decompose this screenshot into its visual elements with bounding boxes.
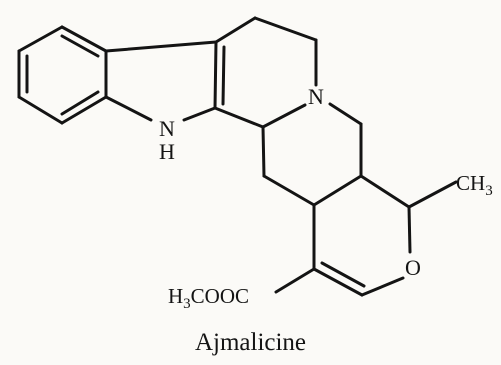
ring-d xyxy=(261,102,363,207)
methyl-bond xyxy=(407,180,458,209)
ester-prefix: H xyxy=(168,284,183,308)
ring-oxygen-label: O xyxy=(405,255,421,280)
pyrrole-ring xyxy=(104,40,226,122)
ester-subscript: 3 xyxy=(183,296,191,312)
methyl-subscript: 3 xyxy=(485,183,493,199)
benzene-ring xyxy=(17,25,108,125)
methyl-main: CH xyxy=(456,171,485,195)
ester-bond xyxy=(274,267,316,294)
ring-nitrogen-label: N xyxy=(308,84,324,109)
methyl-group-label: CH3 xyxy=(456,171,493,199)
ring-e xyxy=(312,174,412,297)
ring-c xyxy=(213,16,318,129)
indole-hydrogen-label: H xyxy=(159,139,175,164)
ester-rest: COOC xyxy=(191,284,249,308)
compound-name: Ajmalicine xyxy=(194,329,307,356)
indole-nitrogen-label: N xyxy=(159,116,175,141)
ester-group-label: H3COOC xyxy=(168,284,249,312)
